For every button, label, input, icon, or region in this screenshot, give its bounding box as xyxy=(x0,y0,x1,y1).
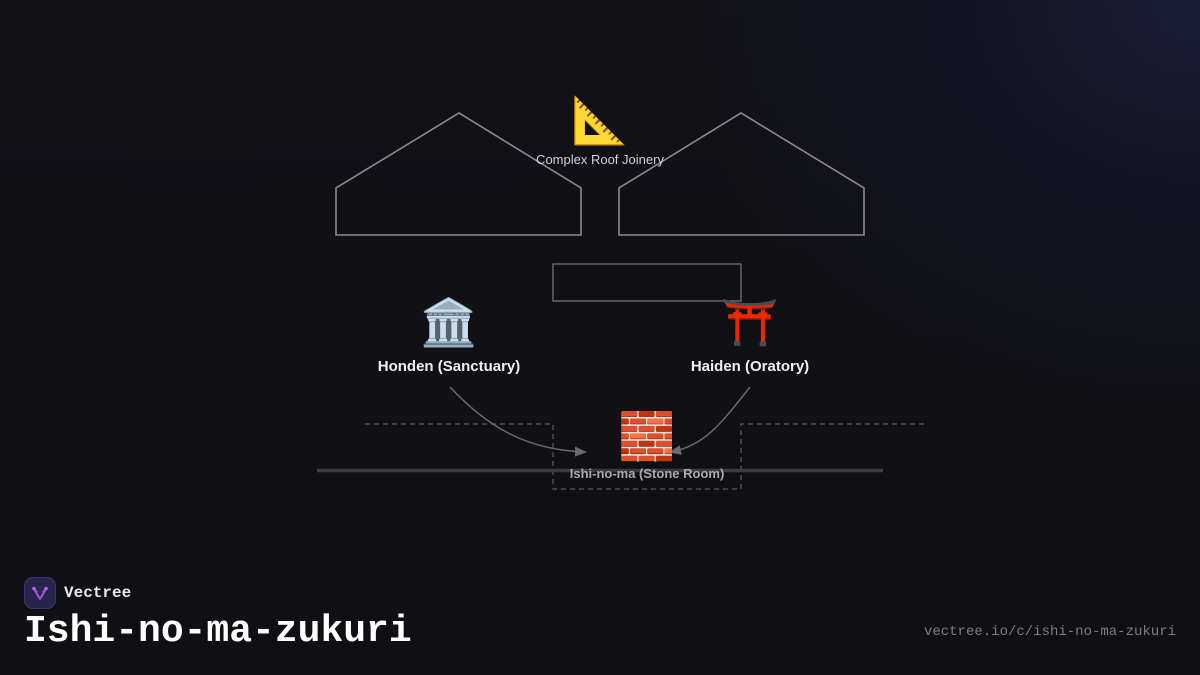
honden-roof-outline xyxy=(335,112,582,236)
edge-honden-to-ishinoma xyxy=(449,386,587,457)
node-complex-roof-joinery[interactable]: 📐 Complex Roof Joinery xyxy=(536,94,664,167)
vectree-logo-icon xyxy=(24,577,56,609)
torii-gate-icon: ⛩️ xyxy=(721,296,779,348)
node-honden[interactable]: 🏛️ Honden (Sanctuary) xyxy=(378,296,521,375)
floor-plan-dashed-outline xyxy=(365,423,925,490)
edge-haiden-to-ishinoma xyxy=(669,386,751,455)
brand-name: Vectree xyxy=(64,584,132,602)
brand: Vectree xyxy=(24,577,131,609)
classical-building-icon: 🏛️ xyxy=(420,296,478,348)
node-ishi-no-ma[interactable]: 🧱 Ishi-no-ma (Stone Room) xyxy=(570,410,725,481)
node-haiden[interactable]: ⛩️ Haiden (Oratory) xyxy=(691,296,809,375)
brick-icon: 🧱 xyxy=(618,410,676,462)
page-title: Ishi-no-ma-zukuri xyxy=(24,610,412,653)
haiden-roof-outline xyxy=(618,112,865,236)
triangular-ruler-icon: 📐 xyxy=(571,94,629,146)
node-label: Haiden (Oratory) xyxy=(690,358,810,375)
node-label: Ishi-no-ma (Stone Room) xyxy=(569,466,725,481)
page-url[interactable]: vectree.io/c/ishi-no-ma-zukuri xyxy=(923,624,1176,640)
node-label: Honden (Sanctuary) xyxy=(377,358,521,375)
node-label: Complex Roof Joinery xyxy=(536,152,664,167)
connector-roof-rect xyxy=(552,263,742,302)
